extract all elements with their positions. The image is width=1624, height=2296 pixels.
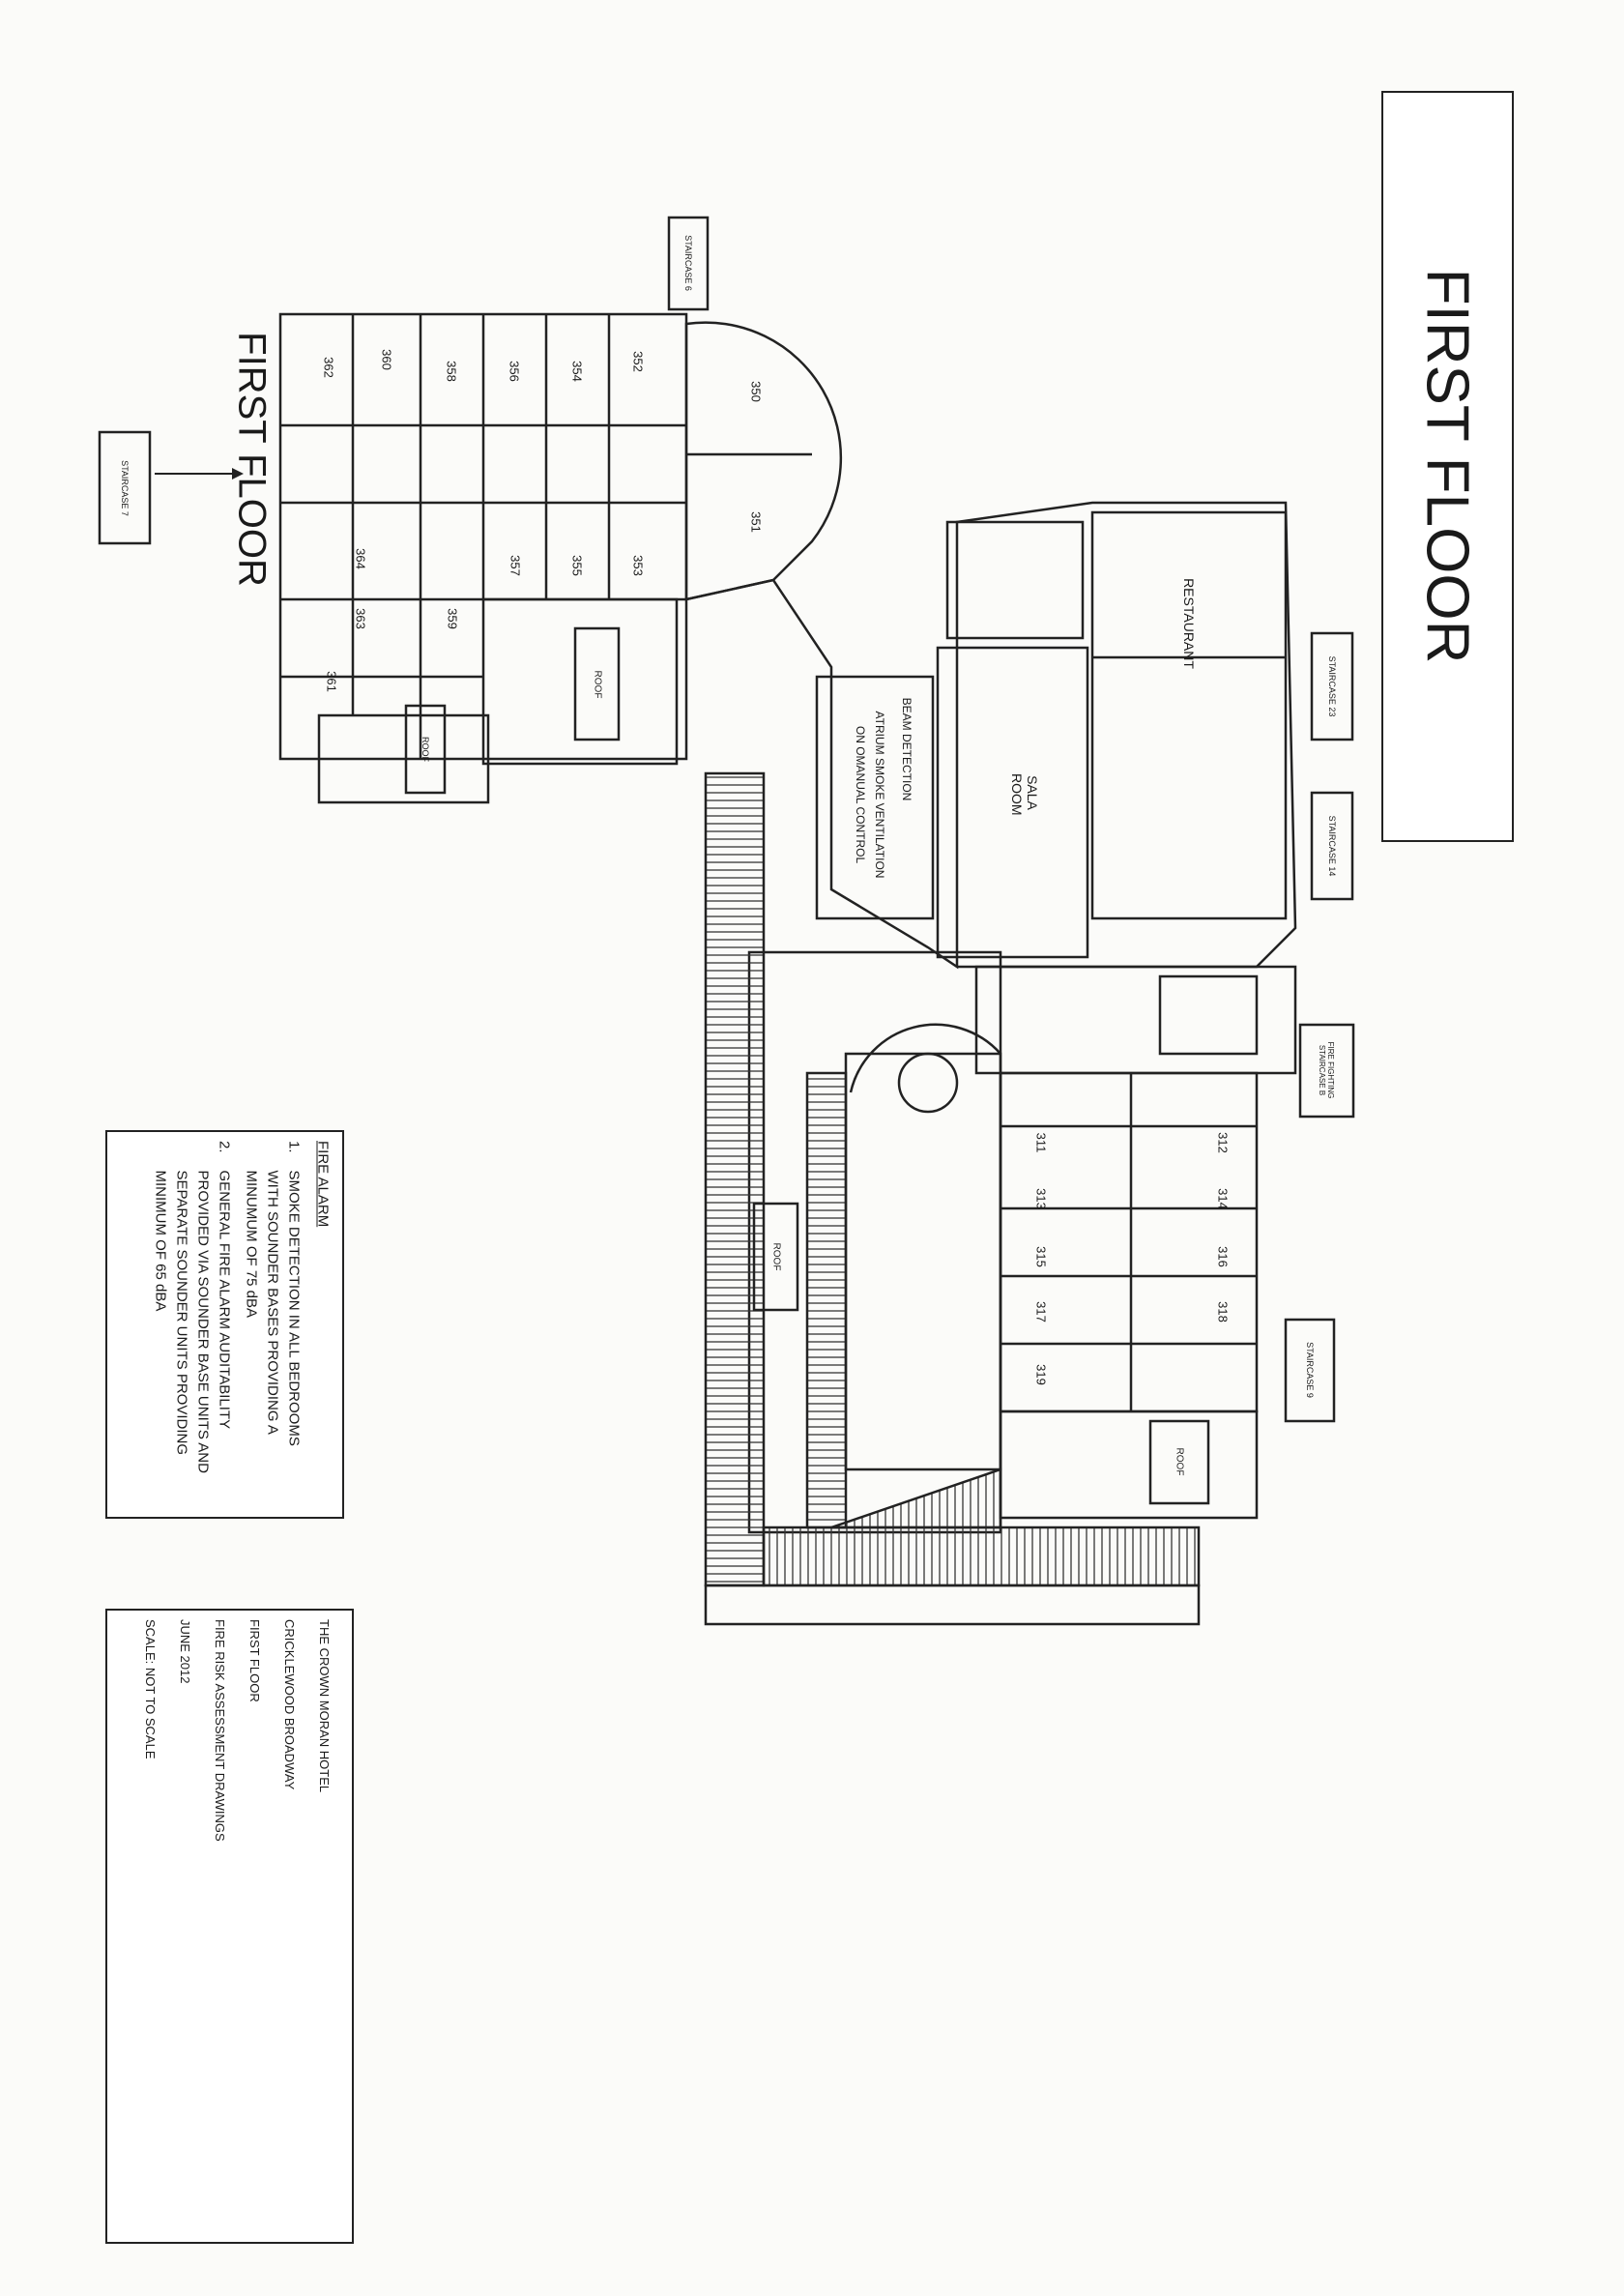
fire-alarm-item2-line3: SEPARATE SOUNDER UNITS PROVIDING (173, 1170, 190, 1456)
fire-alarm-notes: FIRE ALARM 1. SMOKE DETECTION IN ALL BED… (116, 1141, 334, 1508)
staircase-9-box (1284, 1318, 1336, 1423)
room-350: 350 (748, 381, 764, 402)
room-360: 360 (379, 349, 394, 370)
title-block-drawing-type: FIRE RISK ASSESSMENT DRAWINGS (213, 1619, 227, 1842)
east-wing-outline (999, 1071, 1259, 1413)
room-361: 361 (324, 671, 339, 692)
staircase-9-label: STAIRCASE 9 (1305, 1342, 1315, 1398)
restaurant-outline (1090, 510, 1288, 920)
room-354: 354 (569, 361, 585, 382)
room-358: 358 (444, 361, 459, 382)
staircase-6-label: STAIRCASE 6 (683, 235, 693, 291)
title-block-address: CRICKLEWOOD BROADWAY (282, 1619, 297, 1790)
hatched-roof-south (762, 1526, 1201, 1587)
room-315: 315 (1033, 1246, 1049, 1267)
staircase-23-box (1310, 631, 1354, 741)
hatched-roof-west (704, 771, 766, 1587)
room-356: 356 (507, 361, 522, 382)
fire-alarm-box (105, 1130, 344, 1519)
room-363: 363 (353, 608, 368, 629)
room-314: 314 (1215, 1188, 1231, 1209)
fire-alarm-item1-num: 1. (285, 1141, 303, 1153)
fire-alarm-item2-line1: GENERAL FIRE ALARM AUDITABILITY (216, 1170, 233, 1430)
restaurant-label: RESTAURANT (1181, 578, 1197, 669)
title-block-scale: SCALE: NOT TO SCALE (143, 1619, 158, 1759)
room-359: 359 (445, 608, 460, 629)
staircase-14-box (1310, 791, 1354, 901)
room-316: 316 (1215, 1246, 1231, 1267)
atrium-box (815, 675, 935, 920)
atrium-label-2: ATRIUM SMOKE VENTILATION (873, 711, 886, 879)
roof-label-west: ROOF (592, 670, 603, 699)
room-319: 319 (1033, 1364, 1049, 1385)
title-block-hotel: THE CROWN MORAN HOTEL (317, 1619, 332, 1793)
fire-alarm-item2-num: 2. (216, 1141, 233, 1153)
main-title: FIRST FLOOR (1413, 268, 1481, 664)
room-351: 351 (748, 511, 764, 533)
atrium-label-3: ON OMANUAL CONTROL (854, 725, 867, 864)
main-title-box (1381, 91, 1514, 842)
title-block-floor: FIRST FLOOR (247, 1619, 262, 1702)
room-355: 355 (569, 555, 585, 576)
room-362: 362 (321, 357, 336, 378)
sala-room-label: SALA ROOM (1009, 773, 1040, 816)
room-357: 357 (508, 555, 523, 576)
staircase-6-box (667, 216, 710, 311)
room-311: 311 (1033, 1132, 1049, 1153)
fire-alarm-item1-line3: MINUMUM OF 75 dBA (243, 1170, 260, 1319)
staircase-7-label: STAIRCASE 7 (120, 460, 130, 516)
roof-label-small: ROOF (420, 737, 430, 762)
staircase-b-box (1298, 1023, 1355, 1119)
title-block: THE CROWN MORAN HOTEL CRICKLEWOOD BROADW… (119, 1619, 341, 2016)
room-364: 364 (353, 548, 368, 569)
fire-alarm-item2-line4: MINIMUM OF 65 dBA (152, 1170, 169, 1312)
room-313: 313 (1033, 1188, 1049, 1209)
room-352: 352 (630, 351, 646, 372)
room-317: 317 (1033, 1301, 1049, 1322)
staircase-23-label: STAIRCASE 23 (1327, 655, 1337, 717)
room-312: 312 (1215, 1132, 1231, 1153)
atrium-label-1: BEAM DETECTION (900, 697, 914, 801)
roof-label-courtyard: ROOF (770, 1242, 782, 1271)
fire-alarm-item1-line2: WITH SOUNDER BASES PROVIDING A (264, 1170, 281, 1435)
fire-alarm-item2-line2: PROVIDED VIA SOUNDER BASE UNITS AND (194, 1170, 212, 1473)
secondary-title: FIRST FLOOR (230, 332, 274, 587)
staircase-14-label: STAIRCASE 14 (1327, 815, 1337, 877)
staircase-7-box (98, 430, 152, 545)
sala-room-outline (936, 646, 1089, 959)
fire-alarm-heading: FIRE ALARM (314, 1141, 332, 1228)
fire-alarm-item1-line1: SMOKE DETECTION IN ALL BEDROOMS (285, 1170, 303, 1446)
room-318: 318 (1215, 1301, 1231, 1322)
room-353: 353 (630, 555, 646, 576)
title-block-date: JUNE 2012 (178, 1619, 192, 1684)
staircase-b-label: FIRE FIGHTING STAIRCASE B (1318, 1041, 1335, 1099)
roof-label-east: ROOF (1174, 1447, 1185, 1476)
title-block-box (105, 1609, 354, 2244)
